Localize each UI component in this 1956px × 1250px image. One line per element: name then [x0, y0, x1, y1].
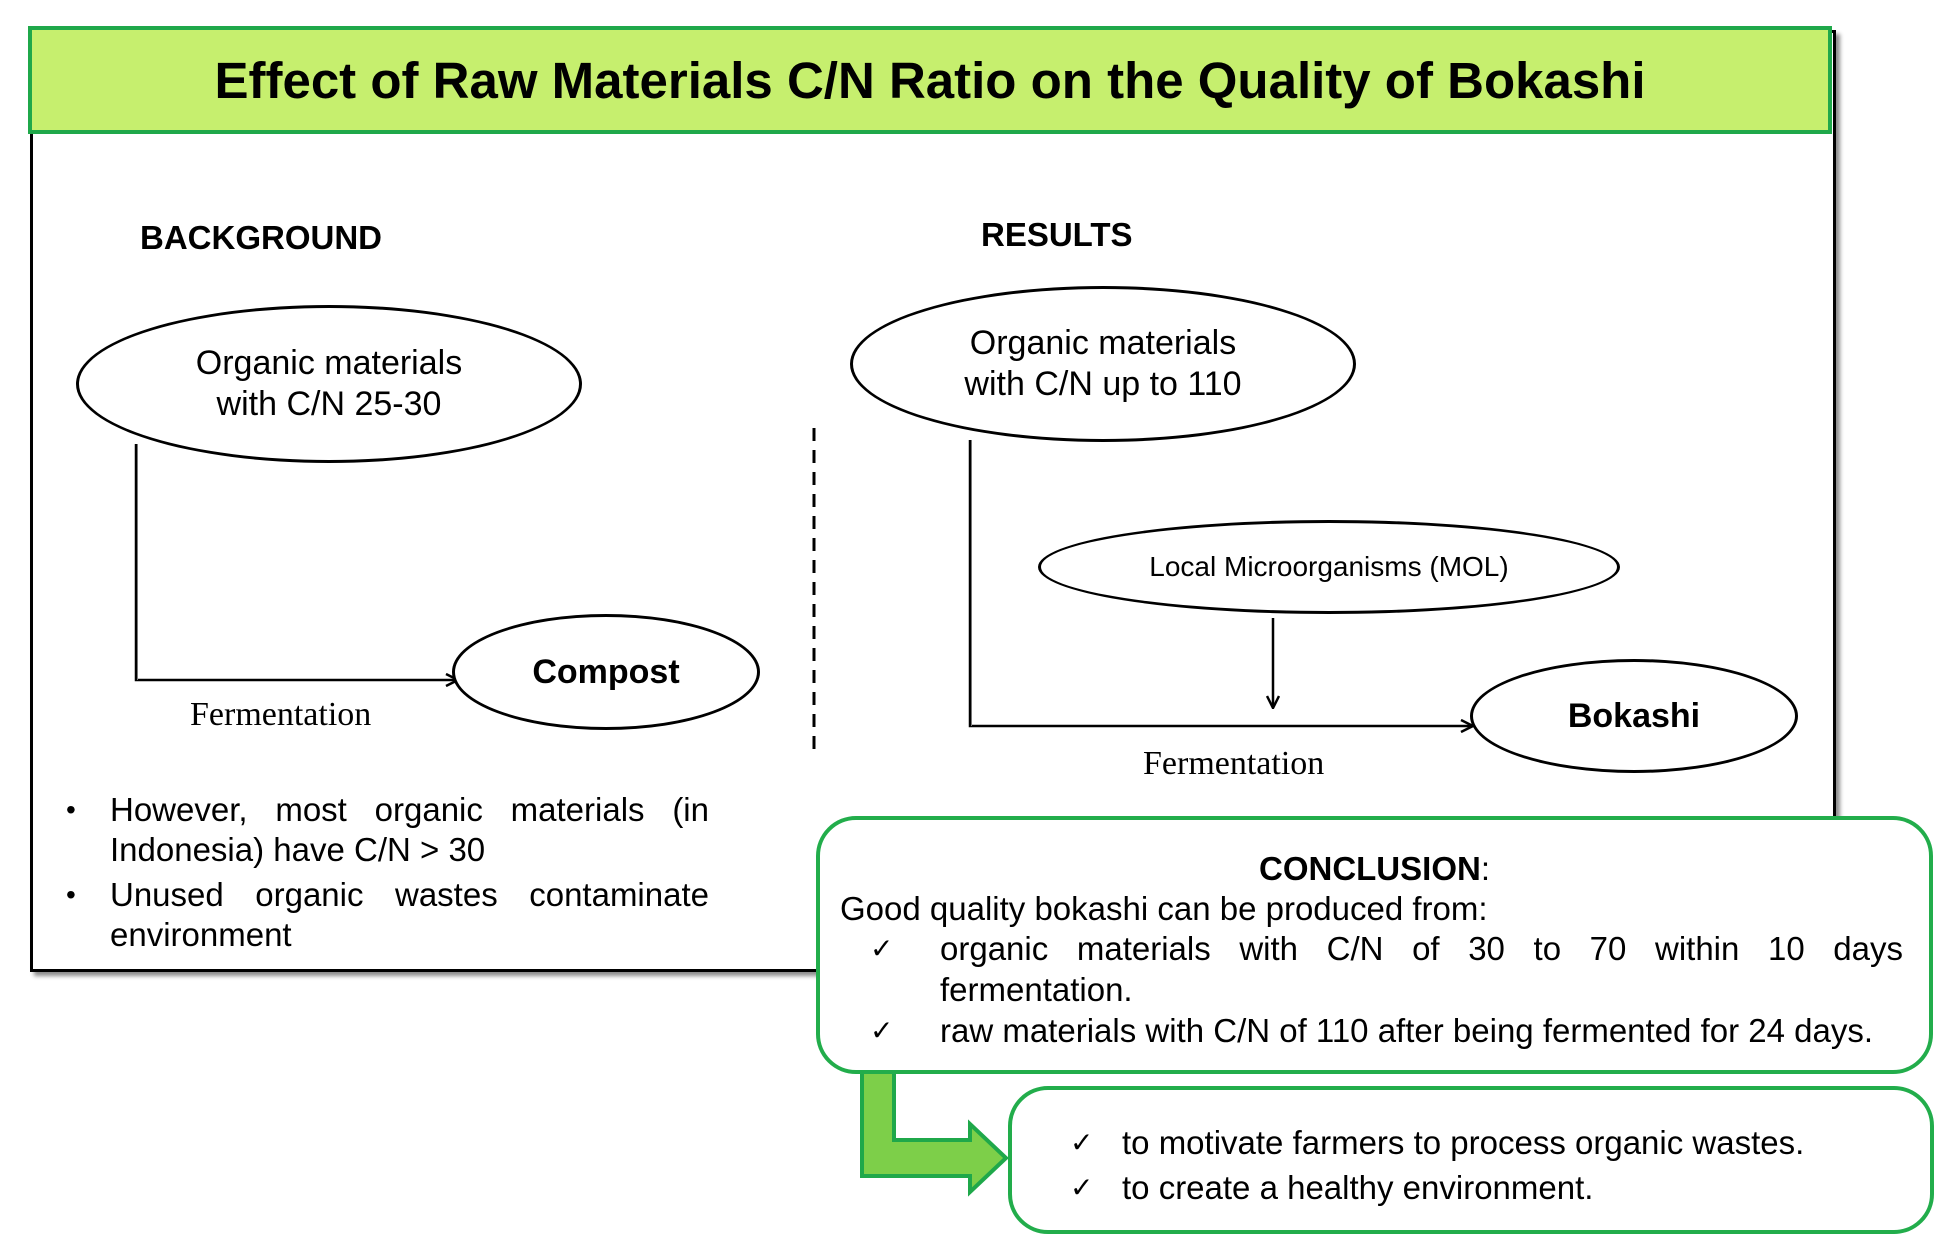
implications-box: ✓ to motivate farmers to process organic…	[1008, 1086, 1934, 1234]
background-bullets: • However, most organic materials (in In…	[66, 790, 709, 960]
background-heading: BACKGROUND	[140, 219, 382, 256]
conclusion-title-colon: :	[1480, 850, 1490, 887]
bokashi-ellipse: Bokashi	[1470, 659, 1798, 773]
results-fermentation-label: Fermentation	[1143, 745, 1325, 782]
results-heading: RESULTS	[981, 216, 1133, 253]
check-icon: ✓	[1070, 1126, 1094, 1159]
ellipse-text-line: with C/N 25-30	[216, 385, 442, 423]
check-icon: ✓	[870, 1014, 894, 1047]
conclusion-list: ✓ organic materials with C/N of 30 to 70…	[870, 928, 1903, 1051]
implication-item: ✓ to create a healthy environment.	[1070, 1165, 1804, 1210]
background-fermentation-label: Fermentation	[190, 696, 372, 733]
bullet-dot: •	[66, 794, 76, 825]
mol-label: Local Microorganisms (MOL)	[1149, 551, 1509, 582]
conclusion-item: ✓ organic materials with C/N of 30 to 70…	[870, 928, 1903, 1010]
conclusion-title-text: CONCLUSION	[1258, 850, 1481, 887]
implications-list: ✓ to motivate farmers to process organic…	[1070, 1120, 1804, 1210]
bullet-item: • Unused organic wastes contaminate envi…	[66, 875, 709, 955]
title-banner: Effect of Raw Materials C/N Ratio on the…	[28, 26, 1832, 134]
implication-item: ✓ to motivate farmers to process organic…	[1070, 1120, 1804, 1165]
conclusion-box: CONCLUSION: Good quality bokashi can be …	[816, 816, 1933, 1074]
results-source-ellipse: Organic materials with C/N up to 110	[850, 286, 1356, 442]
mol-ellipse: Local Microorganisms (MOL)	[1038, 520, 1620, 614]
compost-ellipse: Compost	[452, 614, 760, 730]
check-icon: ✓	[1070, 1171, 1094, 1204]
ellipse-text-line: Organic materials	[969, 324, 1237, 362]
conclusion-title: CONCLUSION:	[820, 848, 1929, 889]
main-frame	[30, 30, 1836, 972]
conclusion-item-text: organic materials with C/N of 30 to 70 w…	[940, 930, 1903, 1008]
conclusion-intro: Good quality bokashi can be produced fro…	[840, 890, 1488, 927]
results-fermentation-connector	[968, 440, 1473, 726]
bokashi-label: Bokashi	[1567, 696, 1701, 735]
implication-text: to create a healthy environment.	[1122, 1169, 1594, 1206]
bullet-item: • However, most organic materials (in In…	[66, 790, 709, 870]
bullet-dot: •	[66, 879, 76, 910]
bullet-text: Unused organic wastes contaminate enviro…	[110, 876, 709, 953]
ellipse-text-line: with C/N up to 110	[964, 365, 1242, 403]
compost-label: Compost	[532, 652, 680, 691]
check-icon: ✓	[870, 932, 894, 965]
conclusion-item-text: raw materials with C/N of 110 after bein…	[940, 1012, 1873, 1049]
green-elbow-arrow	[860, 1054, 1009, 1197]
implication-text: to motivate farmers to process organic w…	[1122, 1124, 1805, 1161]
background-fermentation-connector	[134, 444, 458, 680]
conclusion-item: ✓ raw materials with C/N of 110 after be…	[870, 1010, 1903, 1051]
background-source-ellipse: Organic materials with C/N 25-30	[76, 305, 582, 463]
bullet-text: However, most organic materials (in Indo…	[110, 791, 709, 868]
page-title: Effect of Raw Materials C/N Ratio on the…	[214, 51, 1646, 109]
ellipse-text-line: Organic materials	[195, 344, 463, 382]
